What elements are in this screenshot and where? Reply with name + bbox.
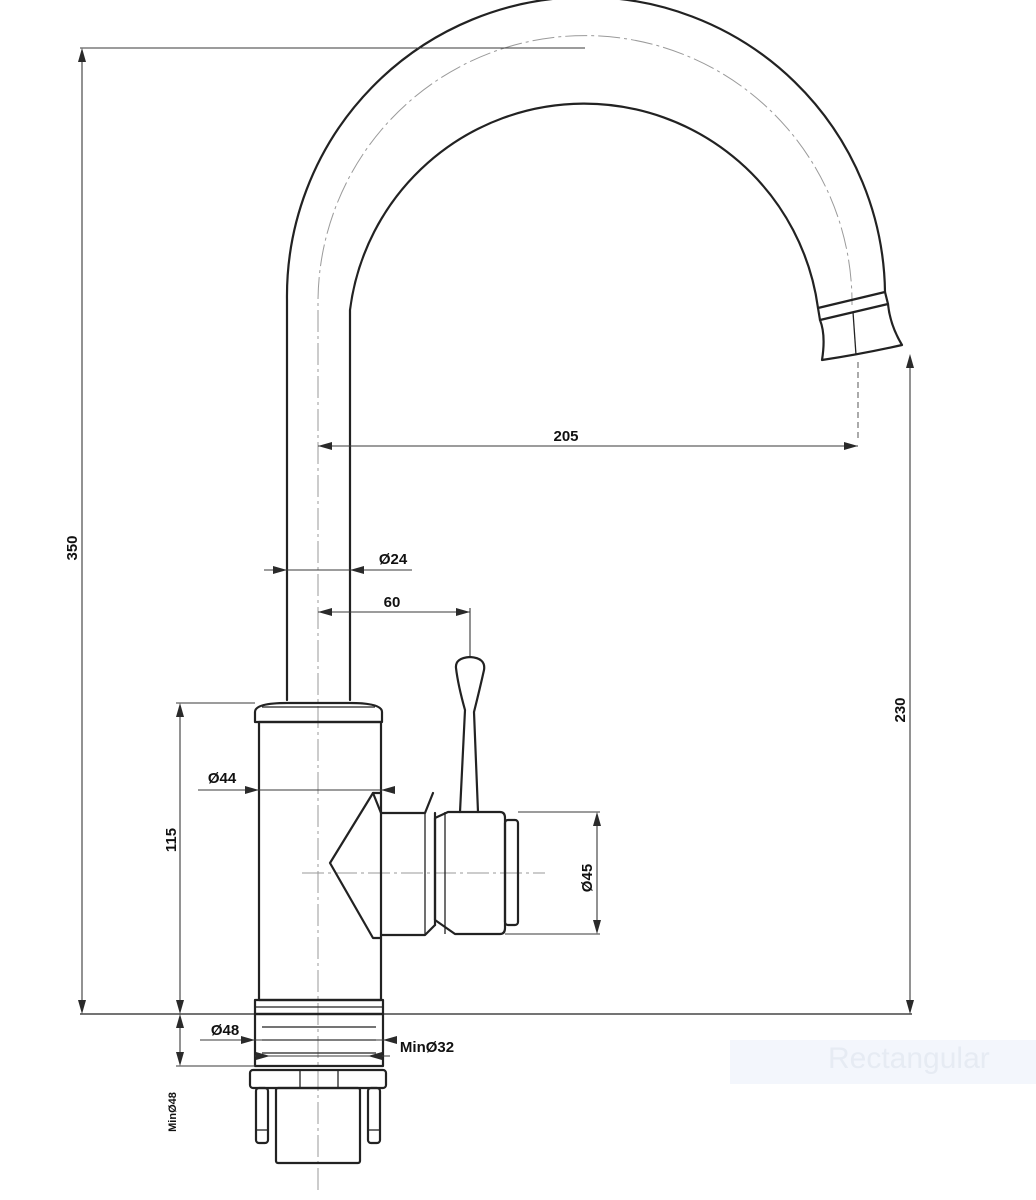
mounting-tail (254, 1086, 382, 1165)
body-diameter-label: Ø44 (208, 770, 237, 787)
dim-spout-height: 230 (892, 354, 914, 1014)
spout-aerator (816, 290, 904, 362)
dim-spout-reach: 205 (318, 428, 858, 450)
center-lines (302, 35, 853, 1190)
base-diameter-label: Ø48 (211, 1022, 239, 1039)
min-hole-label: MinØ32 (400, 1039, 454, 1056)
spout-diameter-label: Ø24 (379, 551, 408, 568)
dim-lever-offset: 60 (318, 594, 471, 656)
valve-housing (328, 791, 437, 940)
dim-body-height: 115 (163, 702, 255, 1014)
spout-height-label: 230 (892, 697, 909, 722)
dim-handle-diameter: Ø45 (505, 811, 601, 935)
lever-handle (454, 655, 486, 814)
spout-reach-label: 205 (553, 428, 578, 445)
dim-min-hole: MinØ32 (255, 1039, 454, 1060)
faucet-body (253, 701, 385, 1016)
dim-base-diameter: Ø48 (200, 1022, 397, 1044)
handle-cap (433, 810, 520, 936)
body-height-label: 115 (163, 828, 180, 852)
watermark-text: Rectangular (828, 1042, 990, 1075)
dim-body-diameter: Ø44 (198, 770, 395, 794)
handle-diameter-label: Ø45 (579, 864, 596, 892)
dim-total-height: 350 (64, 47, 585, 1014)
watermark-box (730, 1040, 1036, 1084)
dim-spout-diameter: Ø24 (264, 551, 412, 574)
min-counter-label: MinØ48 (167, 1092, 179, 1132)
lever-offset-label: 60 (384, 594, 401, 611)
faucet-spout (285, 0, 887, 702)
dim-min-counter: MinØ48 (167, 1014, 255, 1132)
total-height-label: 350 (64, 535, 81, 560)
